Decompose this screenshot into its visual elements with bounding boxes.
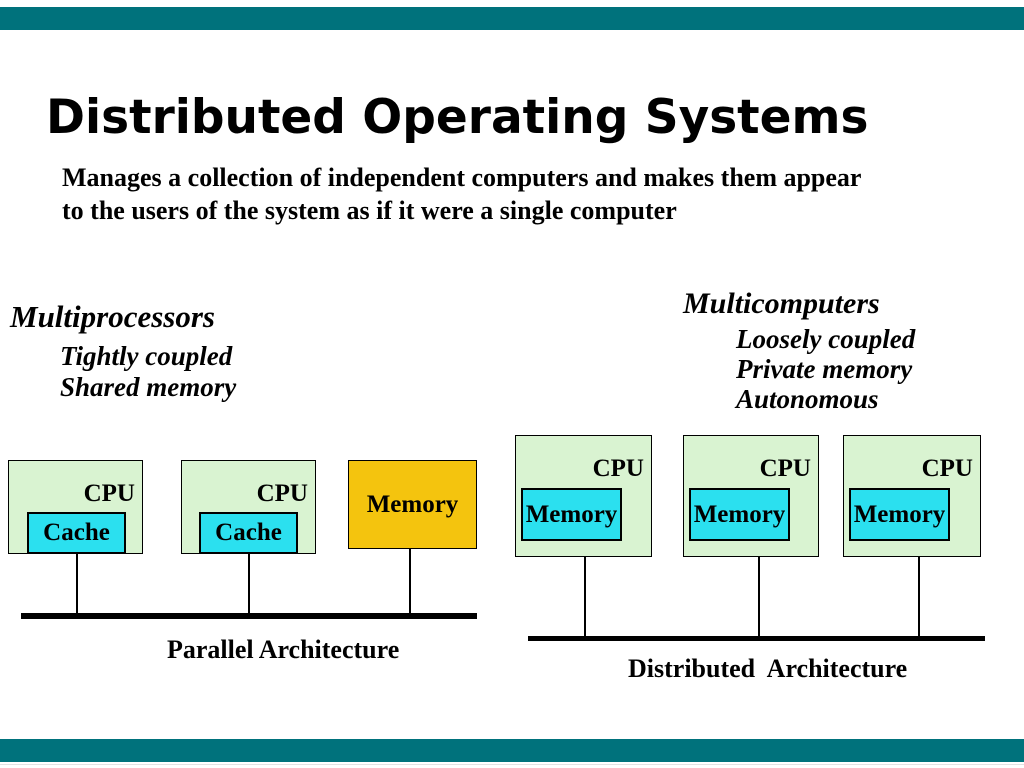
slide-subtitle: Manages a collection of independent comp… bbox=[62, 161, 962, 227]
cache-box: Cache bbox=[199, 512, 298, 554]
cache-box: Cache bbox=[27, 512, 126, 554]
cpu-label: CPU bbox=[921, 455, 973, 482]
cpu-label: CPU bbox=[83, 480, 135, 507]
shared-memory-box: Memory bbox=[348, 460, 477, 549]
bus-connector bbox=[584, 556, 586, 636]
subtitle-line-1: Manages a collection of independent comp… bbox=[62, 163, 862, 192]
private-memory-box: Memory bbox=[521, 488, 622, 541]
distributed-architecture-caption: Distributed Architecture bbox=[628, 654, 908, 683]
parallel-bus-line bbox=[21, 613, 477, 619]
bus-connector bbox=[409, 548, 411, 613]
subtitle-line-2: to the users of the system as if it were… bbox=[62, 196, 677, 225]
parallel-architecture-caption: Parallel Architecture bbox=[167, 635, 400, 664]
distributed-bus-line bbox=[528, 636, 985, 641]
bus-connector bbox=[918, 556, 920, 636]
cpu-label: CPU bbox=[256, 480, 308, 507]
cpu-label: CPU bbox=[759, 455, 811, 482]
bus-connector bbox=[76, 553, 78, 613]
bottom-divider bbox=[0, 764, 1024, 765]
multicomputers-item-loosely-coupled: Loosely coupled bbox=[736, 324, 916, 354]
slide-title: Distributed Operating Systems bbox=[46, 90, 869, 145]
multicomputers-item-private-memory: Private memory bbox=[736, 354, 913, 384]
distributed-cpu-box-2: CPU Memory bbox=[683, 435, 819, 557]
multiprocessors-item-shared-memory: Shared memory bbox=[60, 372, 237, 402]
distributed-cpu-box-3: CPU Memory bbox=[843, 435, 981, 557]
parallel-cpu-box-1: CPU Cache bbox=[8, 460, 143, 554]
cpu-label: CPU bbox=[592, 455, 644, 482]
player-bar-top bbox=[0, 7, 1024, 30]
private-memory-box: Memory bbox=[689, 488, 790, 541]
distributed-cpu-box-1: CPU Memory bbox=[515, 435, 652, 557]
multicomputers-item-autonomous: Autonomous bbox=[736, 384, 879, 414]
bus-connector bbox=[758, 556, 760, 636]
private-memory-box: Memory bbox=[849, 488, 950, 541]
multiprocessors-item-tightly-coupled: Tightly coupled bbox=[60, 341, 233, 371]
multiprocessors-heading: Multiprocessors bbox=[10, 299, 215, 334]
player-bar-bottom bbox=[0, 739, 1024, 762]
bus-connector bbox=[248, 553, 250, 613]
multicomputers-heading: Multicomputers bbox=[683, 287, 880, 320]
parallel-cpu-box-2: CPU Cache bbox=[181, 460, 316, 554]
